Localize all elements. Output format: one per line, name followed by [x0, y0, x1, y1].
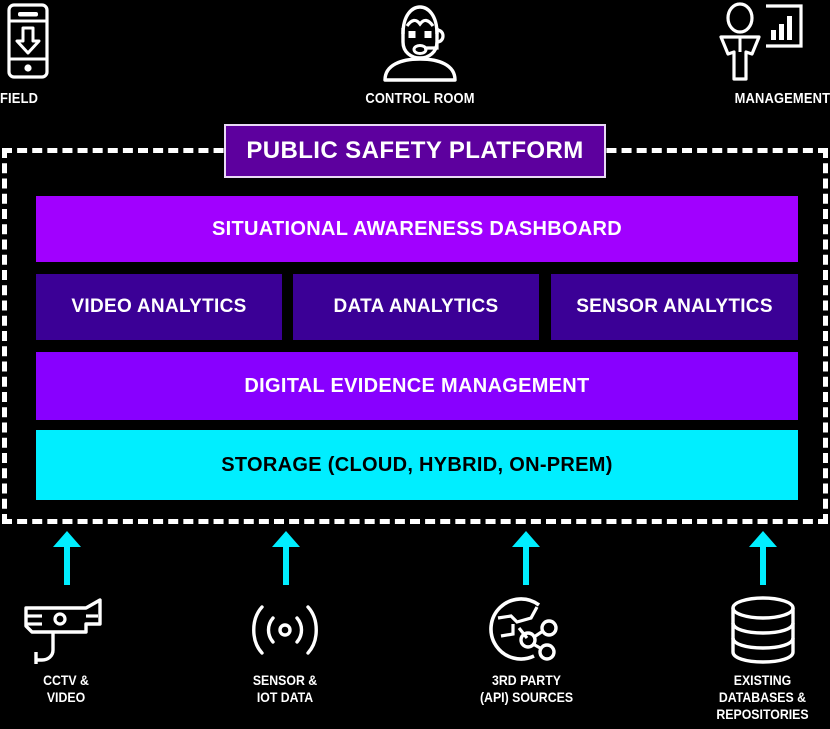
layer-storage-label: STORAGE (CLOUD, HYBRID, ON-PREM): [221, 453, 613, 476]
source-cctv-line2: VIDEO: [46, 689, 86, 705]
layer-digital-evidence-management[interactable]: DIGITAL EVIDENCE MANAGEMENT: [36, 352, 798, 420]
manager-chart-icon: [716, 2, 806, 81]
source-db-line1: EXISTING: [733, 672, 792, 688]
layer-data-analytics-label: DATA ANALYTICS: [333, 296, 499, 317]
wireless-signal-icon: [219, 592, 351, 668]
source-cctv-label: CCTV & VIDEO: [8, 672, 124, 706]
layer-data-analytics[interactable]: DATA ANALYTICS: [293, 274, 539, 340]
layer-video-analytics[interactable]: VIDEO ANALYTICS: [36, 274, 282, 340]
actor-field-label: FIELD: [0, 90, 39, 107]
feed-arrow-cctv-icon: [52, 531, 82, 585]
layer-storage[interactable]: STORAGE (CLOUD, HYBRID, ON-PREM): [36, 430, 798, 500]
layer-evidence-label: DIGITAL EVIDENCE MANAGEMENT: [244, 374, 590, 397]
layer-sensor-analytics[interactable]: SENSOR ANALYTICS: [551, 274, 798, 340]
source-db-line2: DATABASES &: [718, 689, 807, 705]
layer-sensor-analytics-label: SENSOR ANALYTICS: [576, 296, 773, 317]
source-db-line3: REPOSITORIES: [716, 706, 809, 722]
headset-operator-icon: [340, 2, 500, 82]
actor-control-room: CONTROL ROOM: [340, 0, 500, 112]
globe-network-icon: [459, 592, 594, 668]
source-existing-databases: EXISTING DATABASES & REPOSITORIES: [695, 592, 830, 729]
source-sensor-line1: SENSOR &: [252, 672, 318, 688]
source-db-label: EXISTING DATABASES & REPOSITORIES: [703, 672, 822, 723]
source-sensor-label: SENSOR & IOT DATA: [227, 672, 343, 706]
cctv-camera-icon: [0, 592, 132, 668]
public-safety-platform-label: PUBLIC SAFETY PLATFORM: [246, 137, 584, 164]
source-api-label: 3RD PARTY (API) SOURCES: [467, 672, 586, 706]
source-api-line1: 3RD PARTY: [492, 672, 561, 688]
layer-dashboard-label: SITUATIONAL AWARENESS DASHBOARD: [211, 217, 623, 240]
mobile-download-icon: [0, 2, 56, 80]
layer-situational-awareness-dashboard[interactable]: SITUATIONAL AWARENESS DASHBOARD: [36, 196, 798, 262]
source-third-party-api: 3RD PARTY (API) SOURCES: [459, 592, 594, 729]
actor-management: MANAGEMENT: [690, 0, 830, 112]
layer-video-analytics-label: VIDEO ANALYTICS: [71, 296, 247, 317]
feed-arrow-api-icon: [511, 531, 541, 585]
database-stack-icon: [695, 592, 830, 668]
source-sensor-line2: IOT DATA: [256, 689, 314, 705]
actor-control-room-label: CONTROL ROOM: [365, 90, 475, 107]
source-api-line2: (API) SOURCES: [479, 689, 574, 705]
source-cctv-line1: CCTV &: [43, 672, 89, 688]
feed-arrow-database-icon: [748, 531, 778, 585]
source-cctv-video: CCTV & VIDEO: [0, 592, 132, 729]
actor-field: FIELD: [0, 0, 120, 112]
public-safety-platform-banner[interactable]: PUBLIC SAFETY PLATFORM: [224, 124, 606, 178]
source-sensor-iot: SENSOR & IOT DATA: [219, 592, 351, 729]
feed-arrow-sensor-icon: [271, 531, 301, 585]
actor-management-label: MANAGEMENT: [734, 90, 830, 107]
